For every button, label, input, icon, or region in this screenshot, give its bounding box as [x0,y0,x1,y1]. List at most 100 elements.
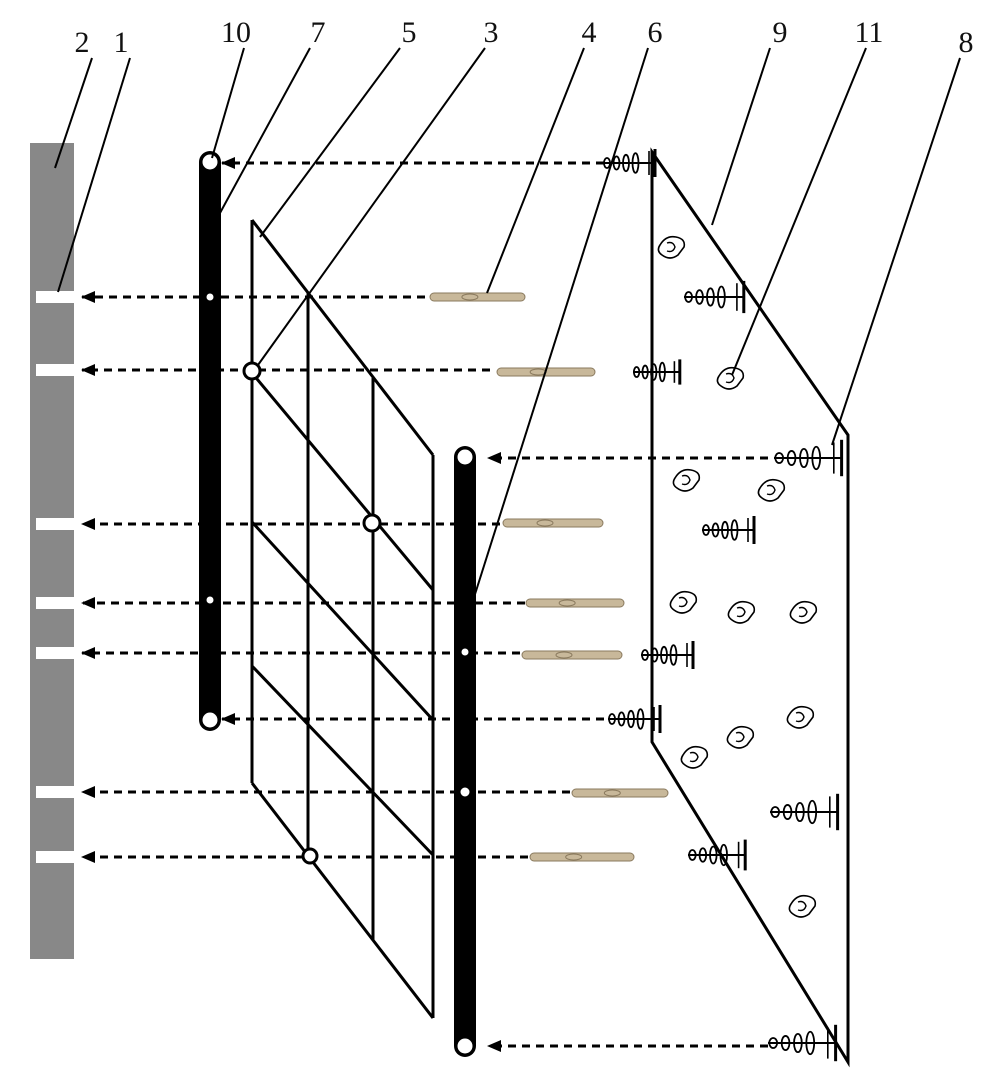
plug-rib [617,711,626,727]
part-label-11: 11 [855,16,884,49]
plug-rib [632,366,641,378]
plug-rib [658,361,666,383]
plug-rib [660,645,668,665]
foam-bead-glyph-detail [689,751,699,763]
plug-rib [702,524,710,536]
plug-rib [627,709,635,729]
connection-node [457,784,473,800]
foam-bead-glyph-detail [666,241,676,253]
wall-body [30,143,74,959]
leader-line [711,47,771,226]
connection-nodes [199,151,476,1057]
foam-bead-glyph [680,745,709,769]
plug-rib [795,801,805,823]
leader-line [57,57,131,293]
anchor-bolt-sleeve [603,789,621,797]
part-label-5: 5 [402,16,417,49]
wall-anchor-hole [36,647,76,659]
plug-rib [622,153,630,173]
leader-line [213,47,311,225]
wall-anchor-hole [36,518,76,530]
foam-bead-glyph [789,600,818,624]
wall-anchor-hole [36,291,76,303]
part-label-3: 3 [484,16,499,49]
anchor-bolt-sleeve [565,853,583,861]
plug-rib [695,289,704,305]
wall-section [30,143,76,959]
plug-rib [719,843,728,867]
plug-rib [636,708,645,730]
connection-node [203,290,217,304]
plug-rib [807,799,818,825]
part-label-10: 10 [221,16,251,49]
leader-lines [54,47,961,611]
mesh-line [250,664,435,857]
plug-rib [641,364,649,380]
foam-bead-glyph [786,705,815,729]
wall-anchor-hole [36,851,76,863]
connection-node [362,513,382,533]
foam-bead-glyph-detail [795,711,805,723]
plug-rib [717,285,726,309]
leader-line [486,47,585,294]
foam-bead-glyph [726,725,755,749]
plug-rib [780,1035,791,1051]
foam-bead-glyph-detail [681,474,691,486]
plug-rib [650,363,658,381]
foam-bead-glyph [716,366,745,390]
plug-rib [774,452,784,464]
mesh-line [250,520,435,722]
connection-node [199,709,221,731]
assembly-arrows [81,157,768,1052]
plastic-anchor-plugs [603,149,844,1062]
connection-node [301,847,319,865]
plug-rib [770,806,780,818]
part-label-1: 1 [114,26,129,59]
plug-rib [709,845,718,865]
plug-rib [786,450,797,466]
anchor-bolt-sleeve [558,599,576,607]
plug-rib [811,445,822,471]
plug-rib [688,849,697,861]
foam-bead-glyph-detail [678,596,688,608]
plug-rib [641,649,649,661]
reinforcement-mesh [250,219,435,1019]
plug-rib [793,1032,803,1054]
plug-rib [706,287,715,307]
foam-bead-glyph [788,894,817,918]
leader-line [211,47,245,159]
part-label-4: 4 [582,16,597,49]
plug-rib [603,157,611,169]
anchor-bolt-sleeve [461,293,479,301]
part-label-8: 8 [959,26,974,59]
foam-bead-glyph [727,600,756,624]
insulation-panel-outline [650,147,850,1068]
part-label-9: 9 [773,16,788,49]
part-label-2: 2 [75,26,90,59]
plug-rib [650,647,659,663]
plug-rib [782,804,793,820]
wall-anchor-hole [36,597,76,609]
foam-bead-glyph-detail [735,731,745,743]
plug-rib [721,520,729,540]
expansion-anchor-bolts [429,292,669,862]
connection-node [454,1035,476,1057]
leader-line [54,57,93,169]
part-label-6: 6 [648,16,663,49]
plug-rib [631,152,640,174]
foam-bead-glyph [669,590,698,614]
plug-rib [805,1030,816,1056]
plug-rib [799,447,809,469]
foam-bead-glyph-detail [797,900,807,912]
foam-bead-glyph-detail [725,372,735,384]
mesh-line [250,372,435,591]
foam-bead-glyph [657,235,686,259]
mesh-line [250,782,435,1019]
leader-line [731,47,867,376]
part-label-7: 7 [311,16,326,49]
plug-rib [669,644,678,666]
foam-bead-glyph-detail [736,606,746,618]
wall-anchor-hole [36,786,76,798]
connection-node [199,151,221,173]
